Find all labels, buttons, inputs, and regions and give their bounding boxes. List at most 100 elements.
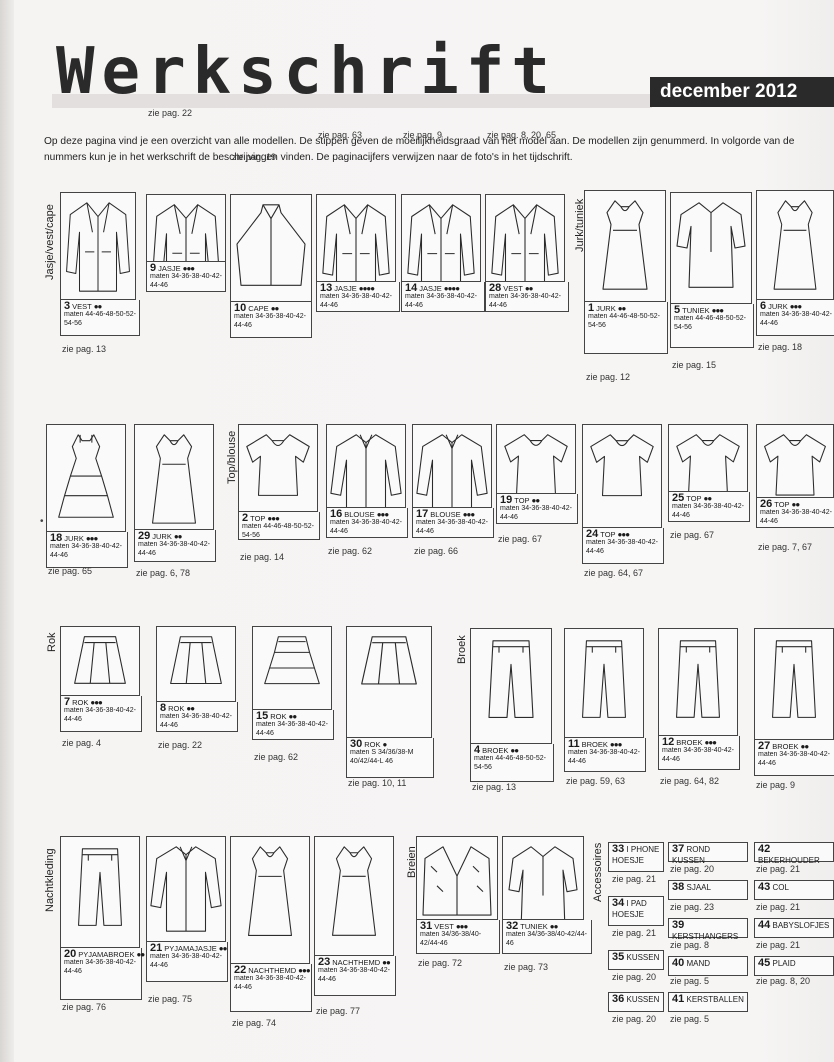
dress-drawing-icon	[134, 424, 214, 530]
tunic-drawing-icon	[670, 192, 752, 304]
model-name: ROK	[168, 704, 185, 713]
page-spine	[0, 0, 14, 1062]
model-name: PYJAMABROEK	[78, 950, 135, 959]
model-number: 27	[758, 740, 771, 752]
model-name: TOP	[774, 500, 790, 509]
accessory-page-reference: zie pag. 5	[670, 976, 710, 986]
knit-tunic-drawing-icon	[502, 836, 584, 920]
trousers-drawing-icon	[470, 628, 552, 744]
difficulty-dots: ●●●	[267, 514, 279, 523]
page-reference: zie pag. 64, 82	[660, 776, 720, 786]
difficulty-dots: ●●	[218, 944, 228, 953]
model-name: BROEK	[482, 746, 509, 755]
accessory-number: 40	[672, 957, 685, 969]
difficulty-dots: ●●●	[90, 698, 102, 707]
accessory-name: KUSSEN	[626, 995, 660, 1004]
model-sizes: maten 34-36-38-40-42-44-46	[500, 505, 572, 521]
model-name: TOP	[514, 496, 530, 505]
model-sizes: maten 34-36-38-40-42-44-46	[586, 539, 658, 555]
model-name: TUNIEK	[682, 306, 710, 315]
accessory-number: 35	[612, 951, 625, 963]
trousers-drawing-icon	[60, 836, 140, 948]
model-sizes: maten 34-36-38-40-42-44-46	[138, 541, 210, 557]
model-name: JASJE	[419, 284, 442, 293]
model-number: 26	[760, 498, 773, 510]
difficulty-dots: ●●●●	[443, 284, 460, 293]
nightgown-drawing-icon	[314, 836, 394, 956]
page-reference: zie pag. 4	[62, 738, 102, 748]
model-sizes: maten 34-36-38-40-42-44-46	[50, 543, 122, 559]
page-reference: zie pag. 15	[672, 360, 717, 370]
difficulty-dots: ●●	[549, 922, 559, 931]
accessory-name: COL	[772, 883, 789, 892]
model-sizes: maten 44-46-48-50-52-54-56	[242, 523, 314, 539]
model-number: 22	[234, 964, 247, 976]
model-number: 21	[150, 942, 163, 954]
page-reference: zie pag. 74	[232, 1018, 277, 1028]
accessory-box-40: 40 MAND	[668, 956, 748, 976]
difficulty-dots: ●●	[270, 304, 280, 313]
accessory-box-45: 45 PLAID	[754, 956, 834, 976]
model-name: ROK	[270, 712, 287, 721]
model-name: BROEK	[676, 738, 703, 747]
model-number: 4	[474, 744, 481, 756]
page-reference: zie pag. 67	[670, 530, 715, 540]
accessory-page-reference: zie pag. 5	[670, 1014, 710, 1024]
difficulty-dots: ●●	[531, 496, 541, 505]
section-label-acc: Accessoires	[592, 842, 604, 902]
model-sizes: maten 44-46-48-50-52-54-56	[588, 313, 660, 329]
model-number: 32	[506, 920, 519, 932]
difficulty-dots: ●●	[800, 742, 810, 751]
accessory-page-reference: zie pag. 20	[612, 972, 657, 982]
accessory-number: 34	[612, 897, 625, 909]
model-name: ROK	[72, 698, 89, 707]
page-reference: zie pag. 22	[148, 108, 193, 118]
blouse-drawing-icon	[412, 424, 492, 508]
model-number: 17	[416, 508, 429, 520]
difficulty-dots: ●●	[510, 746, 519, 755]
model-name: ROK	[364, 740, 381, 749]
model-sizes: maten 34-36-38-40-42-44-46	[64, 707, 136, 723]
difficulty-dots: ●●●	[609, 740, 622, 749]
accessory-box-43: 43 COL	[754, 880, 834, 900]
model-sizes: maten 34-36-38-40-42-44-46	[672, 503, 744, 519]
difficulty-dots: ●●	[703, 494, 713, 503]
model-number: 6	[760, 300, 767, 312]
accessory-page-reference: zie pag. 21	[756, 940, 801, 950]
model-sizes: maten 34-36-38-40-42-44-46	[160, 713, 232, 729]
model-name: BROEK	[772, 742, 799, 751]
difficulty-dots: ●●●	[789, 302, 802, 311]
model-name: JURK	[596, 304, 616, 313]
accessory-number: 44	[758, 919, 771, 931]
accessory-number: 33	[612, 843, 625, 855]
trousers-drawing-icon	[754, 628, 834, 740]
accessory-box-39: 39 KERSTHANGERS	[668, 918, 748, 941]
trousers-drawing-icon	[658, 628, 738, 736]
model-sizes: maten 34-36-38-40-42-44-46	[150, 953, 222, 969]
page-reference: zie pag. 64, 67	[584, 568, 644, 578]
model-number: 1	[588, 302, 595, 314]
model-name: JURK	[768, 302, 788, 311]
accessory-box-37: 37 ROND KUSSEN	[668, 842, 748, 865]
model-name: JASJE	[334, 284, 357, 293]
page-reference: zie pag. 62	[254, 752, 299, 762]
page-reference: zie pag. 14	[240, 552, 285, 562]
